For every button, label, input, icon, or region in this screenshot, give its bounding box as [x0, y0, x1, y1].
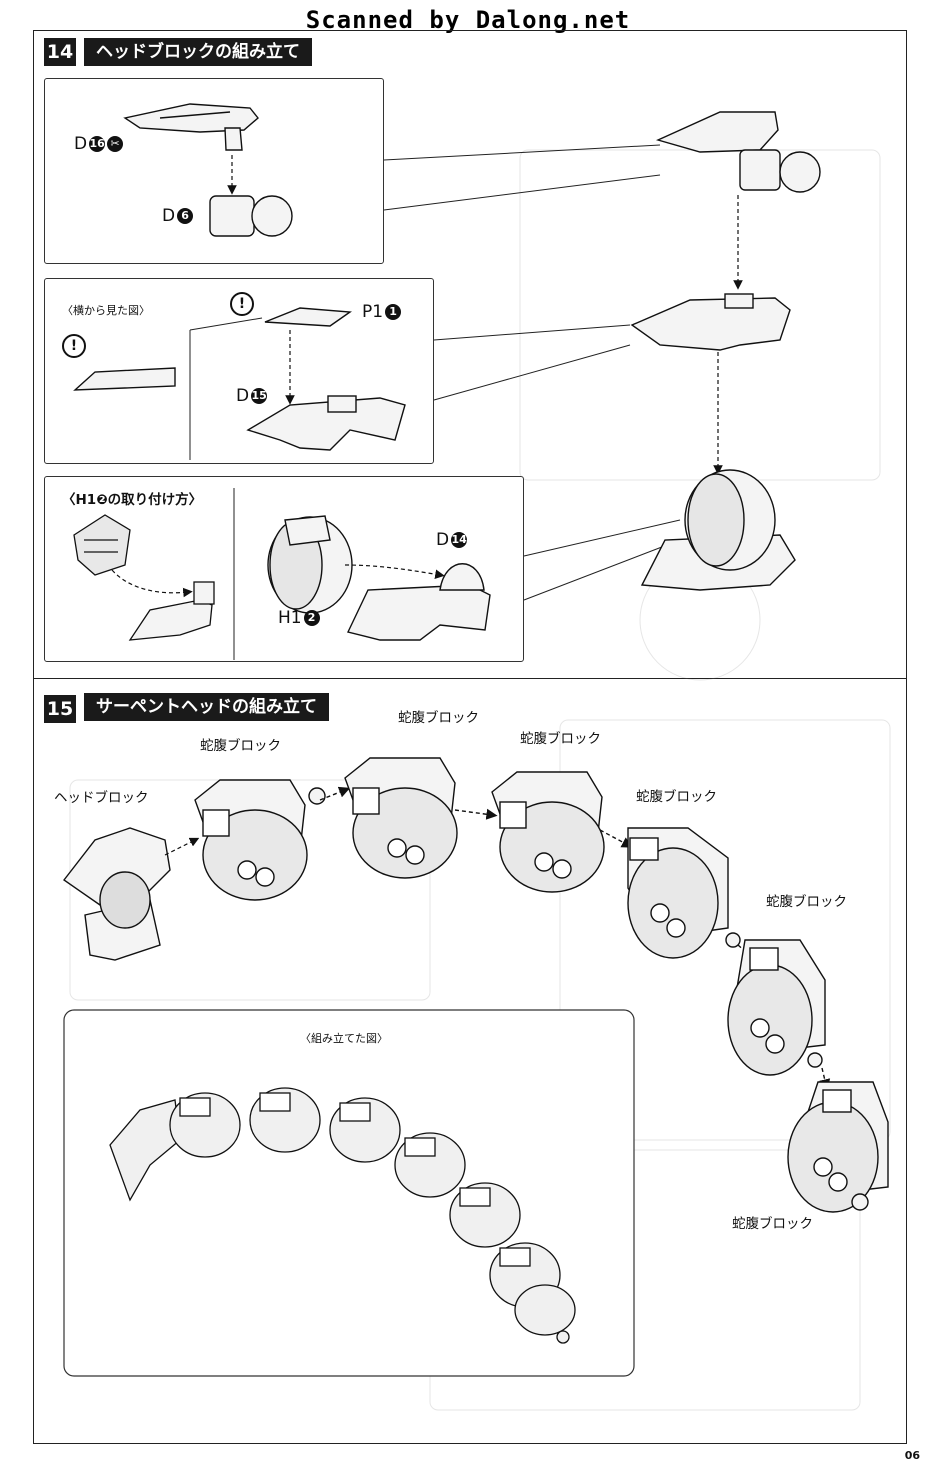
belly-block-label-3: 蛇腹ブロック: [520, 731, 601, 747]
head-build-top: [655, 111, 821, 193]
part-d16-blade: [123, 103, 259, 151]
d14-letter: D: [436, 530, 450, 550]
p1-letter: P1: [362, 302, 384, 322]
d16-cut-icon: ✂: [107, 136, 124, 152]
d15-number-badge: 15: [251, 388, 268, 404]
d14-number-badge: 14: [451, 532, 468, 548]
d6-number-badge: 6: [177, 208, 194, 224]
h1-letter: H1: [278, 608, 302, 628]
assembled-serpent: [109, 1087, 576, 1344]
head-build-middle: [630, 293, 791, 351]
page-frame: [33, 30, 907, 1444]
section-divider: [33, 678, 907, 679]
p1-number-badge: 1: [385, 304, 402, 320]
belly-block-label-1: 蛇腹ブロック: [200, 738, 281, 754]
assembled-view-caption: 〈組み立てた図〉: [300, 1032, 388, 1045]
belly-block-label-5: 蛇腹ブロック: [766, 894, 847, 910]
belly-block-label-6: 蛇腹ブロック: [732, 1216, 813, 1232]
side-view-caption: 〈横から見た図〉: [62, 304, 150, 317]
head-block-label: ヘッドブロック: [54, 790, 149, 806]
d15-letter: D: [236, 386, 250, 406]
h1-attach-caption: 〈H1❷の取り付け方〉: [62, 492, 203, 508]
h1-number-badge: 2: [303, 610, 320, 626]
step-15-title: サーペントヘッドの組み立て: [84, 693, 329, 721]
belly-block-label-4: 蛇腹ブロック: [636, 789, 717, 805]
belly-block-label-2: 蛇腹ブロック: [398, 710, 479, 726]
hint-piece-a: [73, 514, 131, 576]
scan-watermark: Scanned by Dalong.net: [305, 6, 631, 34]
part-p1-plate: [264, 307, 352, 327]
head-block-drawing: [62, 827, 171, 961]
callout-lines: [189, 144, 681, 660]
step-15-number: 15: [44, 695, 76, 723]
d16-letter: D: [74, 134, 88, 154]
part-d15-base: [246, 395, 406, 451]
step-14-title: ヘッドブロックの組み立て: [84, 38, 312, 66]
part-d14-base: [347, 563, 491, 641]
caution-icon-plate: !: [230, 292, 254, 316]
page-number: 06: [904, 1449, 920, 1462]
caution-icon-side: !: [62, 334, 86, 358]
belly-blocks-chain: [194, 757, 889, 1213]
d6-letter: D: [162, 206, 176, 226]
head-build-bottom: [640, 469, 796, 591]
step-14-number: 14: [44, 38, 76, 66]
side-view-plate: [73, 367, 176, 391]
part-h1-drum: [267, 515, 353, 614]
d16-number-badge: 16: [89, 136, 106, 152]
part-d6-joint: [209, 195, 293, 237]
hint-piece-b: [128, 581, 215, 641]
